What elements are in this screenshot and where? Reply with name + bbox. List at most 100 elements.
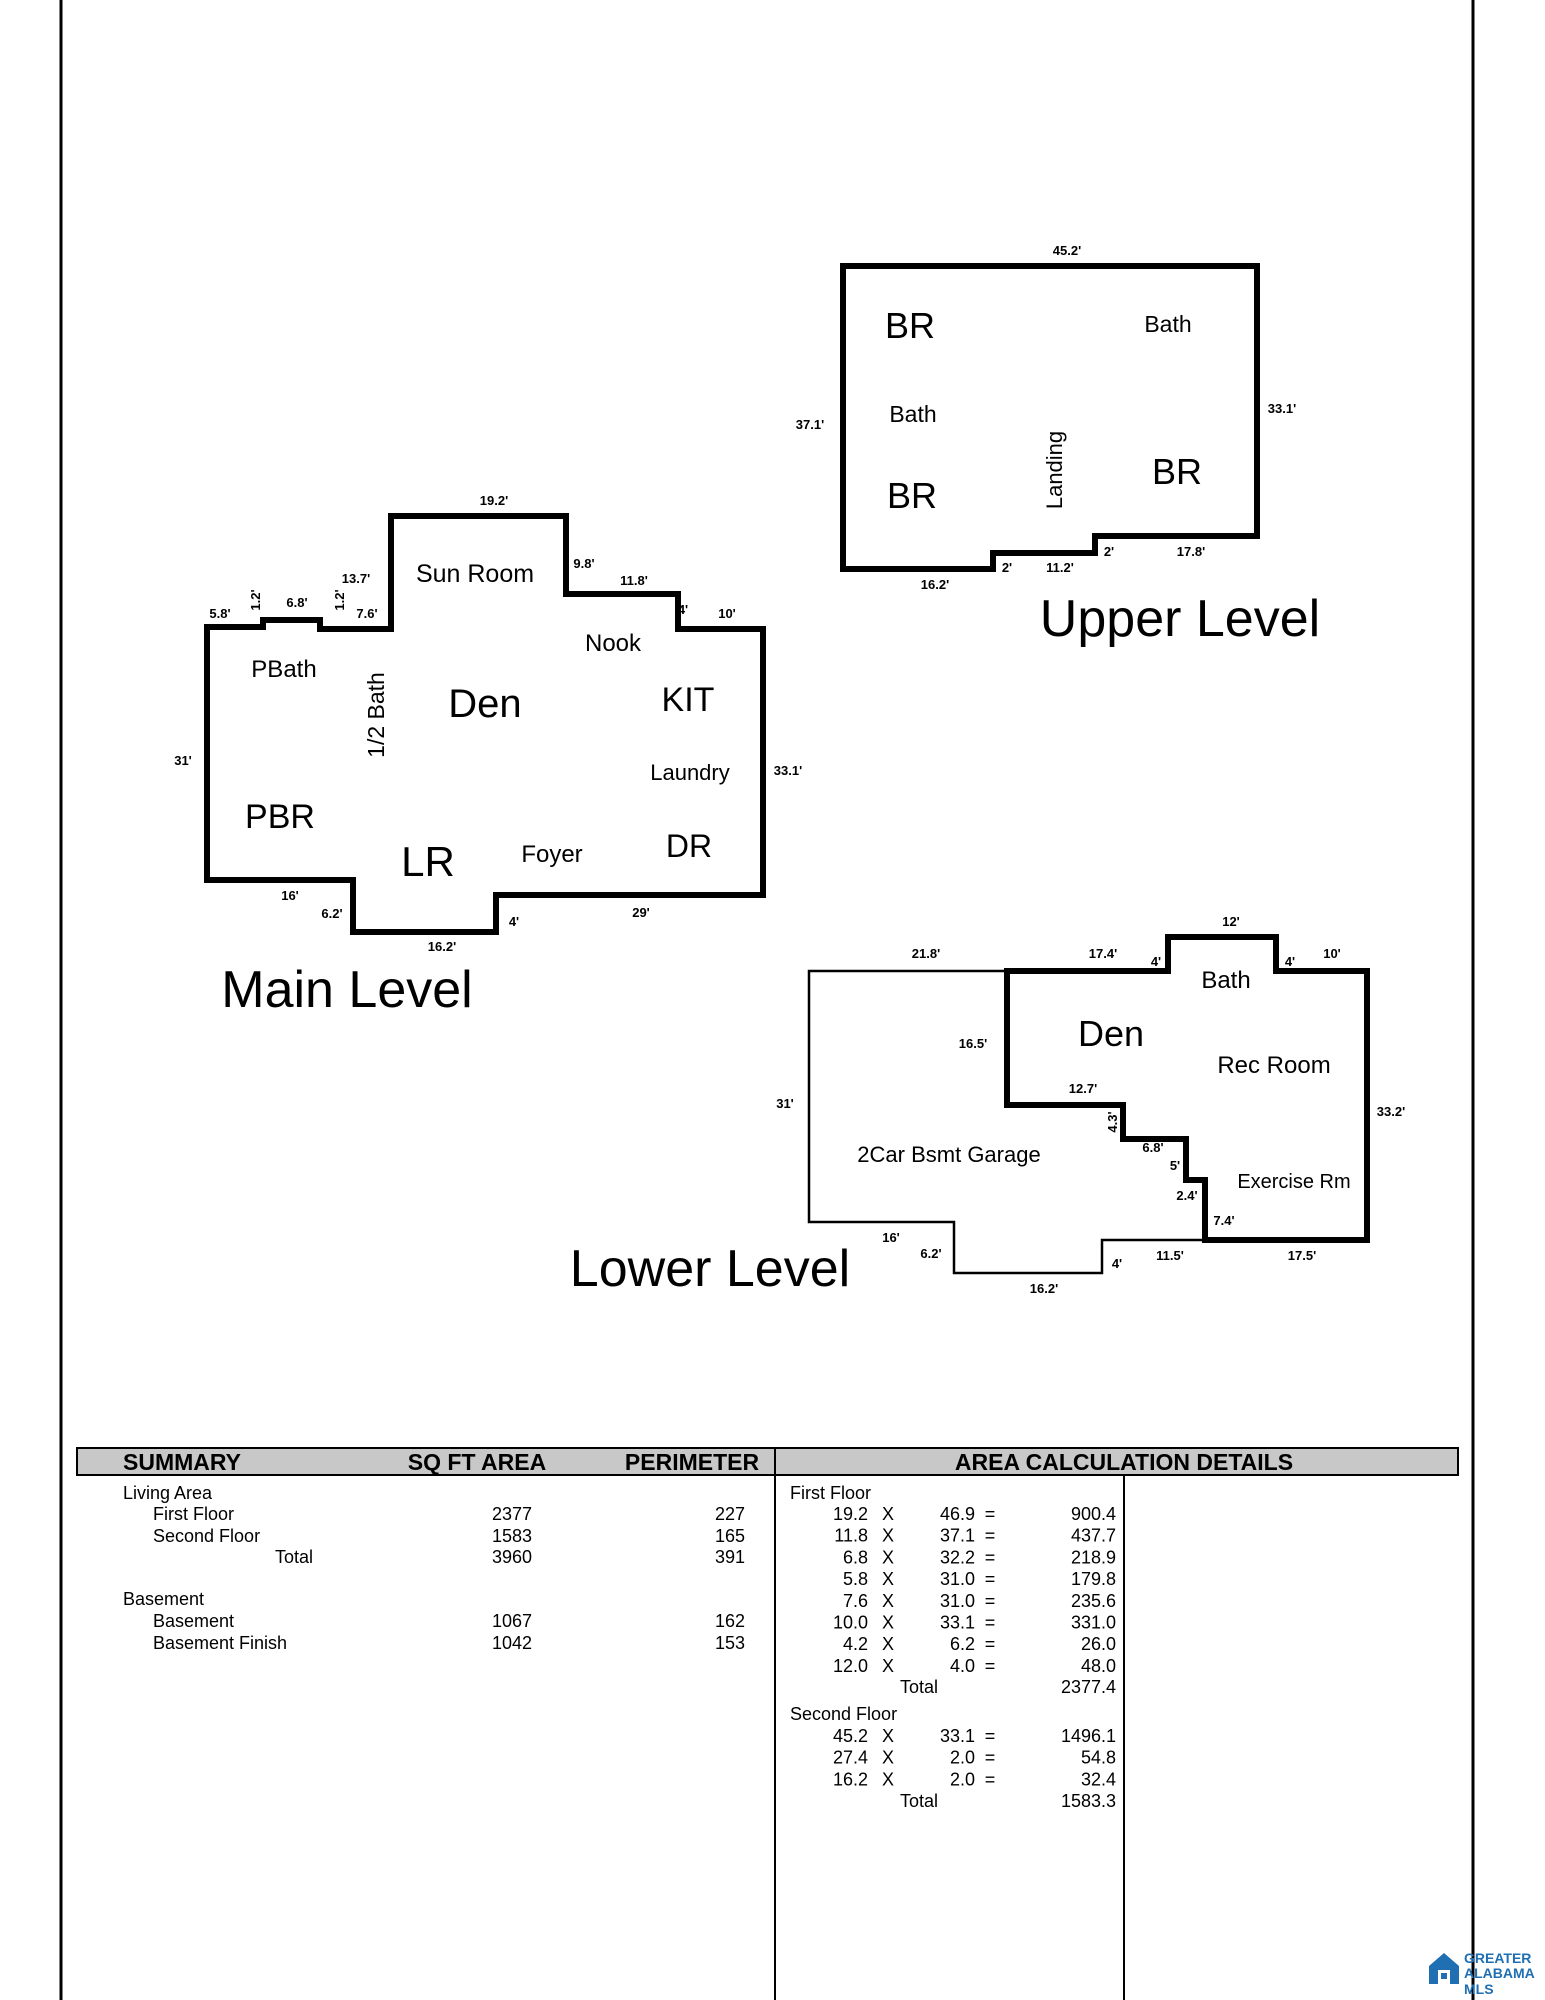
- lower-dim-10: 10': [1323, 946, 1341, 961]
- lower-dim-11-5: 11.5': [1156, 1248, 1184, 1263]
- main-dim-7-6: 7.6': [356, 606, 377, 621]
- upper-dim-right: 33.1': [1268, 401, 1296, 416]
- main-dim-left: 31': [174, 753, 192, 768]
- lower-dim-16-5: 16.5': [959, 1036, 987, 1051]
- lower-dim-12-7: 12.7': [1069, 1081, 1097, 1096]
- details-first-row-1-factor-a: 19.2: [833, 1504, 868, 1524]
- summary-basement-group-label: Basement: [123, 1589, 204, 1609]
- main-level-plan: 19.2' 9.8' 11.8' 4' 10' 13.7' 1.2' 6.8' …: [174, 493, 802, 1019]
- upper-dim-top: 45.2': [1053, 243, 1081, 258]
- lower-room-den: Den: [1078, 1013, 1144, 1054]
- lower-dim-4-c: 4': [1112, 1256, 1122, 1271]
- summary-table: SUMMARY SQ FT AREA PERIMETER AREA CALCUL…: [76, 1447, 1459, 2000]
- lower-level-plan: 21.8' 17.4' 4' 12' 4' 10' 16.5' 12.7' 4.…: [570, 914, 1405, 1298]
- details-first-row-3-result: 218.9: [1071, 1547, 1116, 1567]
- details-first-row-3-times-sign: X: [882, 1547, 894, 1567]
- details-first-row-2-result: 437.7: [1071, 1526, 1116, 1546]
- details-second-row-1-times-sign: X: [882, 1726, 894, 1746]
- logo-line-2: ALABAMA: [1464, 1965, 1535, 1981]
- lower-dim-17-5: 17.5': [1288, 1248, 1316, 1263]
- upper-room-landing: Landing: [1042, 431, 1067, 509]
- details-first-total-label: Total: [900, 1677, 938, 1697]
- details-first-row-8-result: 48.0: [1081, 1656, 1116, 1676]
- main-room-pbath: PBath: [251, 656, 316, 683]
- details-second-row-1-factor-a: 45.2: [833, 1726, 868, 1746]
- details-first-row-3-factor-b: 32.2: [940, 1547, 975, 1567]
- details-first-row-1-result: 900.4: [1071, 1504, 1116, 1524]
- details-second-row-1-factor-b: 33.1: [940, 1726, 975, 1746]
- main-dim-9-8: 9.8': [573, 556, 594, 571]
- details-second-floor-label: Second Floor: [790, 1704, 897, 1724]
- main-dim-11-8: 11.8': [620, 573, 648, 588]
- summary-second-floor-label: Second Floor: [153, 1526, 260, 1546]
- details-first-row-6-factor-a: 10.0: [833, 1613, 868, 1633]
- main-dim-4-a: 4': [678, 602, 688, 617]
- summary-living-total-label: Total: [275, 1547, 313, 1567]
- upper-dim-step-2: 2': [1104, 544, 1114, 559]
- details-first-row-7-result: 26.0: [1081, 1634, 1116, 1654]
- lower-dim-4-3: 4.3': [1105, 1111, 1120, 1132]
- details-first-row-5-factor-a: 7.6: [843, 1591, 868, 1611]
- upper-level-title: Upper Level: [1040, 590, 1320, 648]
- lower-dim-5: 5': [1170, 1158, 1180, 1173]
- details-second-row-1-equals-sign: =: [985, 1726, 996, 1746]
- header-sq-ft-area: SQ FT AREA: [408, 1449, 546, 1475]
- main-dim-16-2: 16.2': [428, 939, 456, 954]
- lower-room-bath: Bath: [1201, 967, 1250, 994]
- lower-dim-4-b: 4': [1285, 954, 1295, 969]
- details-first-row-1-factor-b: 46.9: [940, 1504, 975, 1524]
- details-first-row-4-result: 179.8: [1071, 1569, 1116, 1589]
- main-dim-6-2: 6.2': [321, 906, 342, 921]
- details-second-row-3-factor-a: 16.2: [833, 1769, 868, 1789]
- main-dim-6-8: 6.8': [286, 595, 307, 610]
- header-area-calc-details: AREA CALCULATION DETAILS: [955, 1449, 1293, 1475]
- details-second-row-2-factor-b: 2.0: [950, 1748, 975, 1768]
- details-first-row-2-times-sign: X: [882, 1526, 894, 1546]
- upper-level-outline: [840, 263, 1260, 572]
- summary-living-area-label: Living Area: [123, 1483, 213, 1503]
- lower-dim-4-a: 4': [1151, 954, 1161, 969]
- details-first-row-3-factor-a: 6.8: [843, 1547, 868, 1567]
- main-dim-1-2-a: 1.2': [248, 589, 263, 610]
- details-first-row-5-times-sign: X: [882, 1591, 894, 1611]
- details-first-total-value: 2377.4: [1061, 1677, 1116, 1697]
- details-second-row-2-result: 54.8: [1081, 1748, 1116, 1768]
- main-dim-1-2-b: 1.2': [332, 589, 347, 610]
- lower-room-rec-room: Rec Room: [1217, 1052, 1330, 1079]
- details-first-floor-label: First Floor: [790, 1483, 871, 1503]
- lower-dim-16: 16': [882, 1230, 900, 1245]
- lower-dim-21-8: 21.8': [912, 946, 940, 961]
- main-dim-10: 10': [718, 606, 736, 621]
- greater-alabama-mls-logo: GREATER ALABAMA MLS: [1429, 1950, 1535, 1997]
- details-first-row-4-factor-b: 31.0: [940, 1569, 975, 1589]
- header-perimeter: PERIMETER: [625, 1449, 760, 1475]
- details-first-row-7-factor-b: 6.2: [950, 1634, 975, 1654]
- details-second-row-3-factor-b: 2.0: [950, 1769, 975, 1789]
- summary-basement-finish-perimeter: 153: [715, 1633, 745, 1653]
- summary-living-total-perimeter: 391: [715, 1547, 745, 1567]
- upper-dim-mid: 11.2': [1046, 560, 1074, 575]
- summary-first-floor-area: 2377: [492, 1504, 532, 1524]
- main-dim-16: 16': [281, 888, 299, 903]
- details-first-row-2-factor-b: 37.1: [940, 1526, 975, 1546]
- details-first-row-8-times-sign: X: [882, 1656, 894, 1676]
- details-first-row-2-factor-a: 11.8: [834, 1526, 868, 1546]
- main-level-outline: [204, 513, 766, 935]
- details-second-row-3-result: 32.4: [1081, 1769, 1116, 1789]
- details-second-total-label: Total: [900, 1791, 938, 1811]
- details-first-row-3-equals-sign: =: [985, 1547, 996, 1567]
- main-room-sun-room: Sun Room: [416, 560, 534, 588]
- summary-basement-perimeter: 162: [715, 1611, 745, 1631]
- summary-basement-label: Basement: [153, 1611, 234, 1631]
- main-room-dr: DR: [666, 828, 712, 864]
- details-first-row-6-result: 331.0: [1071, 1613, 1116, 1633]
- main-dim-29: 29': [632, 905, 650, 920]
- summary-living-total-area: 3960: [492, 1547, 532, 1567]
- main-level-title: Main Level: [221, 961, 472, 1019]
- lower-level-title: Lower Level: [570, 1240, 850, 1298]
- main-room-pbr: PBR: [245, 798, 315, 836]
- details-second-row-2-equals-sign: =: [985, 1748, 996, 1768]
- details-first-row-7-equals-sign: =: [985, 1634, 996, 1654]
